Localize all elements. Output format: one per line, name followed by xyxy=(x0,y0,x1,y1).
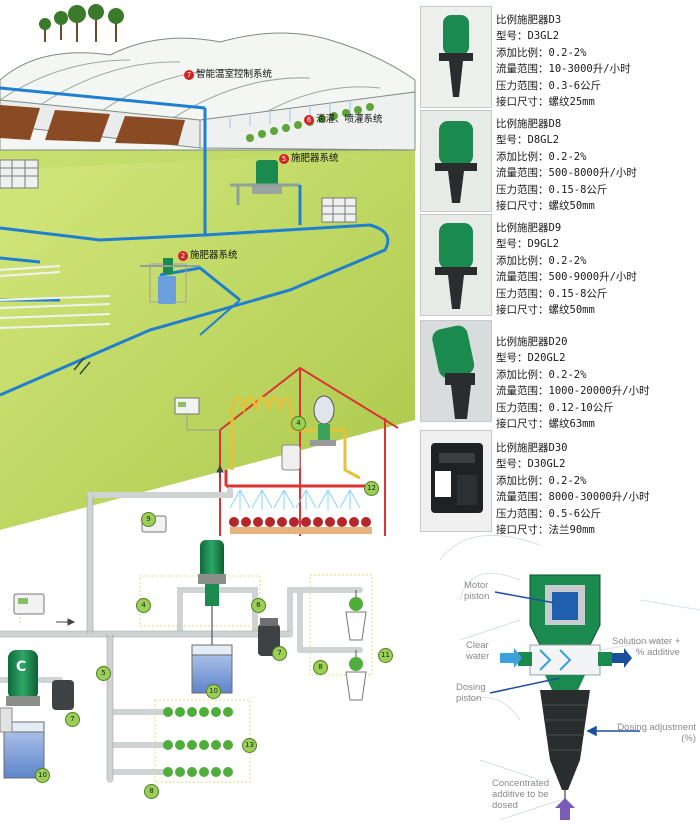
hanging-plants xyxy=(345,590,367,701)
product-pressure: 压力范围：0.3-6公斤 xyxy=(496,79,602,92)
product-pressure: 压力范围：0.12-10公斤 xyxy=(496,401,614,414)
product-pressure: 压力范围：0.5-6公斤 xyxy=(496,507,602,520)
product-name: 比例施肥器D3 xyxy=(496,14,562,26)
water-tanks xyxy=(0,159,357,223)
badge-5: 5 xyxy=(279,153,289,164)
plant-trays xyxy=(163,707,233,777)
flow-arrow-right xyxy=(56,618,76,626)
product-ratio: 添加比例：0.2-2% xyxy=(496,46,587,59)
product-flow: 流量范围：500-8000升/小时 xyxy=(496,167,637,180)
product-model: 型号：D20GL2 xyxy=(496,352,566,365)
product-photo-d20 xyxy=(420,320,492,422)
product-port: 接口尺寸：螺纹50mm xyxy=(496,200,595,213)
product-d8-specs: 比例施肥器D8 型号：D8GL2 添加比例：0.2-2% 流量范围：500-80… xyxy=(496,116,696,214)
product-ratio: 添加比例：0.2-2% xyxy=(496,254,587,267)
product-flow: 流量范围：8000-30000升/小时 xyxy=(496,491,650,504)
badge-green: 12 xyxy=(364,481,379,496)
badge-green: 6 xyxy=(251,598,266,613)
product-model: 型号：D3GL2 xyxy=(496,30,560,43)
label-concentrated-additive: Concentrated additive to be dosed xyxy=(492,778,550,811)
badge-green: 13 xyxy=(242,738,257,753)
pump-cross-section xyxy=(439,534,700,821)
field-pipes xyxy=(0,170,390,397)
product-photo-d9 xyxy=(420,214,492,316)
product-d3-specs: 比例施肥器D3 型号：D3GL2 添加比例：0.2-2% 流量范围：10-300… xyxy=(496,12,696,110)
dispenser-d20-icon xyxy=(432,325,475,419)
dispenser-d30-icon xyxy=(431,443,483,513)
label-dosing-piston: Dosing piston xyxy=(456,682,486,704)
label-clear-water: Clear water xyxy=(466,640,490,662)
product-ratio: 添加比例：0.2-2% xyxy=(496,150,587,163)
badge-green: 4 xyxy=(291,416,306,431)
badge-green: 8 xyxy=(144,784,159,799)
trees xyxy=(39,4,124,42)
field-area xyxy=(0,138,415,530)
product-model: 型号：D8GL2 xyxy=(496,134,560,147)
product-model: 型号：D9GL2 xyxy=(496,238,560,251)
dispenser-d3-icon xyxy=(439,15,473,97)
product-photo-d3 xyxy=(420,6,492,108)
main-dosatron xyxy=(191,540,233,694)
field-drip-lines xyxy=(0,265,111,329)
dispenser-c-letter: C xyxy=(16,659,27,675)
label-dosing-adjustment: Dosing adjustment (%) xyxy=(617,722,696,744)
upper-dispenser xyxy=(230,160,302,225)
badge-green: 5 xyxy=(96,666,111,681)
product-name: 比例施肥器D20 xyxy=(496,336,568,348)
product-flow: 流量范围：10-3000升/小时 xyxy=(496,63,631,76)
badge-green: 8 xyxy=(313,660,328,675)
product-d9-specs: 比例施肥器D9 型号：D9GL2 添加比例：0.2-2% 流量范围：500-90… xyxy=(496,220,696,318)
label-motor-piston: Motor piston xyxy=(464,580,490,602)
product-ratio: 添加比例：0.2-2% xyxy=(496,368,587,381)
product-port: 接口尺寸：法兰90mm xyxy=(496,524,595,537)
lower-piping-edges xyxy=(0,495,290,780)
product-ratio: 添加比例：0.2-2% xyxy=(496,474,587,487)
dispenser-d9-icon xyxy=(435,223,477,309)
product-port: 接口尺寸：螺纹63mm xyxy=(496,418,595,431)
product-name: 比例施肥器D30 xyxy=(496,442,568,454)
dispenser-d8-icon xyxy=(435,121,477,203)
product-photo-d8 xyxy=(420,110,492,212)
product-pressure: 压力范围：0.15-8公斤 xyxy=(496,183,608,196)
left-dosatron xyxy=(0,650,74,779)
label-solution-water: Solution water + % additive xyxy=(612,636,681,658)
badge-green: 7 xyxy=(65,712,80,727)
product-d20-specs: 比例施肥器D20 型号：D20GL2 添加比例：0.2-2% 流量范围：1000… xyxy=(496,334,696,432)
badge-green: 10 xyxy=(206,684,221,699)
product-d30-specs: 比例施肥器D30 型号：D30GL2 添加比例：0.2-2% 流量范围：8000… xyxy=(496,440,696,538)
badge-green: 4 xyxy=(136,598,151,613)
product-flow: 流量范围：1000-20000升/小时 xyxy=(496,385,650,398)
greenhouse xyxy=(0,32,416,170)
product-pressure: 压力范围：0.15-8公斤 xyxy=(496,287,608,300)
badge-2: 2 xyxy=(178,250,188,261)
product-flow: 流量范围：500-9000升/小时 xyxy=(496,271,637,284)
badge-7: 7 xyxy=(184,69,194,80)
badge-green: 9 xyxy=(141,512,156,527)
product-name: 比例施肥器D8 xyxy=(496,118,562,130)
badge-green: 11 xyxy=(378,648,393,663)
flow-arrow-up xyxy=(216,464,224,478)
badge-6: 6 xyxy=(304,114,314,125)
product-model: 型号：D30GL2 xyxy=(496,458,566,471)
product-port: 接口尺寸：螺纹50mm xyxy=(496,304,595,317)
lower-dispenser xyxy=(140,258,200,304)
product-port: 接口尺寸：螺纹25mm xyxy=(496,96,595,109)
product-name: 比例施肥器D9 xyxy=(496,222,562,234)
badge-green: 7 xyxy=(272,646,287,661)
badge-green: 10 xyxy=(35,768,50,783)
product-photo-d30 xyxy=(420,430,492,532)
